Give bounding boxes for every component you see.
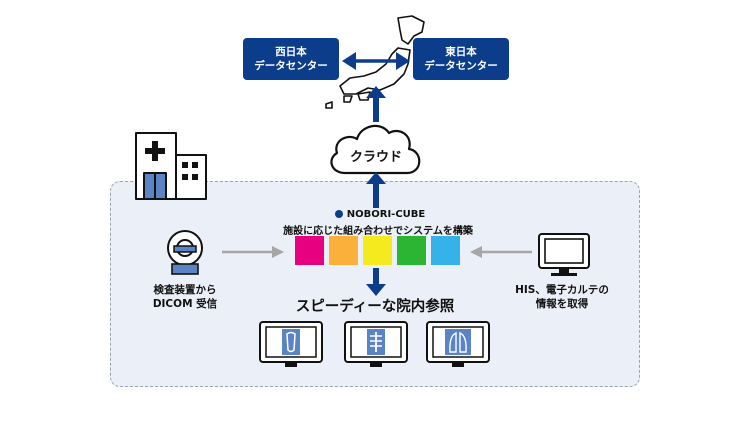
ct-scanner-icon: [167, 230, 203, 275]
module-square-magenta: [295, 236, 324, 265]
module-square-green: [397, 236, 426, 265]
bullet-dot-icon: [334, 210, 343, 218]
module-square-orange: [329, 236, 358, 265]
xray-monitor-icon: [259, 321, 323, 367]
product-caption: 施設に応じた組み合わせでシステムを構築: [283, 226, 473, 237]
right-caption-line2: 情報を取得: [535, 298, 589, 310]
left-caption-line2: DICOM 受信: [152, 298, 218, 310]
west-dc-line1: 西日本: [275, 46, 307, 58]
product-name: NOBORI-CUBE: [300, 209, 460, 220]
module-squares: [295, 236, 460, 265]
cube-down-arrow-icon: [366, 268, 386, 296]
product-name-text: NOBORI-CUBE: [346, 209, 426, 220]
xray-monitor-icon: [344, 321, 408, 367]
bidirectional-arrow-icon: [342, 52, 410, 70]
cube-to-cloud-arrow-icon: [366, 172, 386, 208]
cloud-icon: [330, 124, 421, 175]
xray-monitor-icon: [426, 321, 490, 367]
east-dc-line2: データセンター: [424, 60, 498, 72]
west-data-center-box: 西日本 データセンター: [243, 38, 339, 80]
west-dc-line2: データセンター: [254, 60, 328, 72]
left-caption-line1: 検査装置から: [153, 284, 217, 296]
monitor-icon: [538, 233, 590, 276]
left-gray-arrow-icon: [222, 246, 284, 258]
right-gray-arrow-icon: [470, 246, 532, 258]
east-dc-line1: 東日本: [445, 46, 477, 58]
hospital-icon: [135, 132, 207, 200]
module-square-yellow: [363, 236, 392, 265]
cloud-label: クラウド: [349, 150, 402, 165]
right-caption-line1: HIS、電子カルテの: [515, 284, 609, 296]
headline: スピーディーな院内参照: [295, 299, 455, 315]
module-square-cyan: [431, 236, 460, 265]
cloud-to-datacenter-arrow-icon: [366, 86, 386, 122]
left-caption: 検査装置から DICOM 受信: [135, 283, 235, 311]
east-data-center-box: 東日本 データセンター: [413, 38, 509, 80]
right-caption: HIS、電子カルテの 情報を取得: [512, 283, 612, 311]
